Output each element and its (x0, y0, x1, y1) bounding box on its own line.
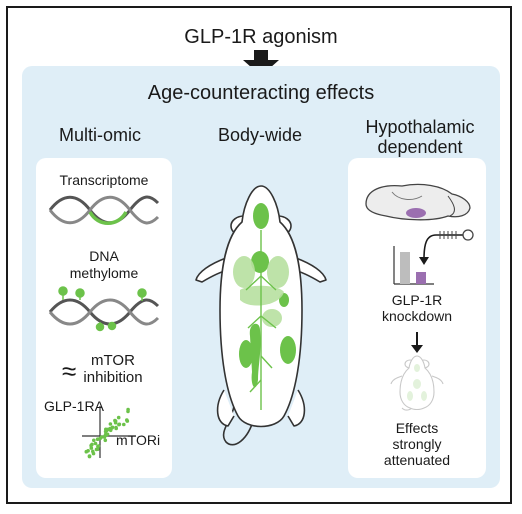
scatter-dot (108, 422, 113, 426)
panel-subtitle: Age-counteracting effects (147, 82, 375, 104)
inhibition-label: inhibition (83, 369, 143, 386)
dna-helix-icon (48, 195, 160, 225)
faded-mouse-icon (390, 355, 444, 411)
hypothalamic-heading-line2: dependent (377, 137, 463, 157)
bar-chart-icon (393, 246, 434, 285)
scatter-dot (90, 442, 94, 447)
scatter-dot (89, 446, 94, 450)
scatter-dot (84, 449, 89, 454)
scatter-x-label: mTORi (116, 432, 161, 448)
scatter-dot (113, 420, 118, 425)
scatter-dot (117, 422, 121, 427)
shrna-hairpin-icon (419, 229, 474, 265)
hypothalamic-heading-line1: Hypothalamic (365, 117, 475, 137)
scatter-dot (93, 441, 98, 446)
scatter-dot (91, 449, 95, 454)
scatter-dot (125, 418, 129, 422)
scatter-dot (104, 427, 108, 432)
transcriptome-label: Transcriptome (59, 172, 149, 188)
attenuated-label: attenuated (383, 452, 451, 468)
scatter-dot (98, 436, 102, 441)
mouse-brain-icon (365, 183, 471, 221)
mtor-label: mTOR (91, 352, 135, 369)
glp1r-label: GLP-1R (391, 292, 443, 308)
scatter-dot (87, 454, 92, 459)
body-wide-heading: Body-wide (217, 125, 303, 145)
scatter-dot (95, 447, 100, 451)
scatter-plot-icon (82, 406, 136, 459)
scatter-dot (104, 432, 108, 436)
scatter-dot (103, 438, 108, 443)
scatter-dot (116, 415, 121, 420)
figure-title: GLP-1R agonism (184, 26, 338, 48)
small-down-arrow-icon (411, 332, 423, 353)
dna-label: DNA (89, 248, 119, 264)
scatter-dot (110, 425, 115, 430)
scatter-dot (114, 426, 118, 431)
mouse-organs-icon (195, 185, 327, 446)
methylated-dna-icon (48, 286, 160, 332)
approx-symbol: ≈ (62, 356, 77, 386)
knockdown-label: knockdown (381, 308, 453, 324)
scatter-dot (96, 444, 100, 449)
strongly-label: strongly (392, 436, 442, 452)
effects-label: Effects (395, 420, 439, 436)
methylome-label: methylome (69, 265, 139, 281)
multi-omic-heading: Multi-omic (58, 125, 141, 145)
scatter-y-label: GLP-1RA (44, 398, 104, 414)
scatter-dot (126, 409, 130, 414)
multi-omic-card (36, 158, 172, 478)
scatter-dot (122, 422, 126, 427)
scatter-dot (92, 438, 96, 443)
